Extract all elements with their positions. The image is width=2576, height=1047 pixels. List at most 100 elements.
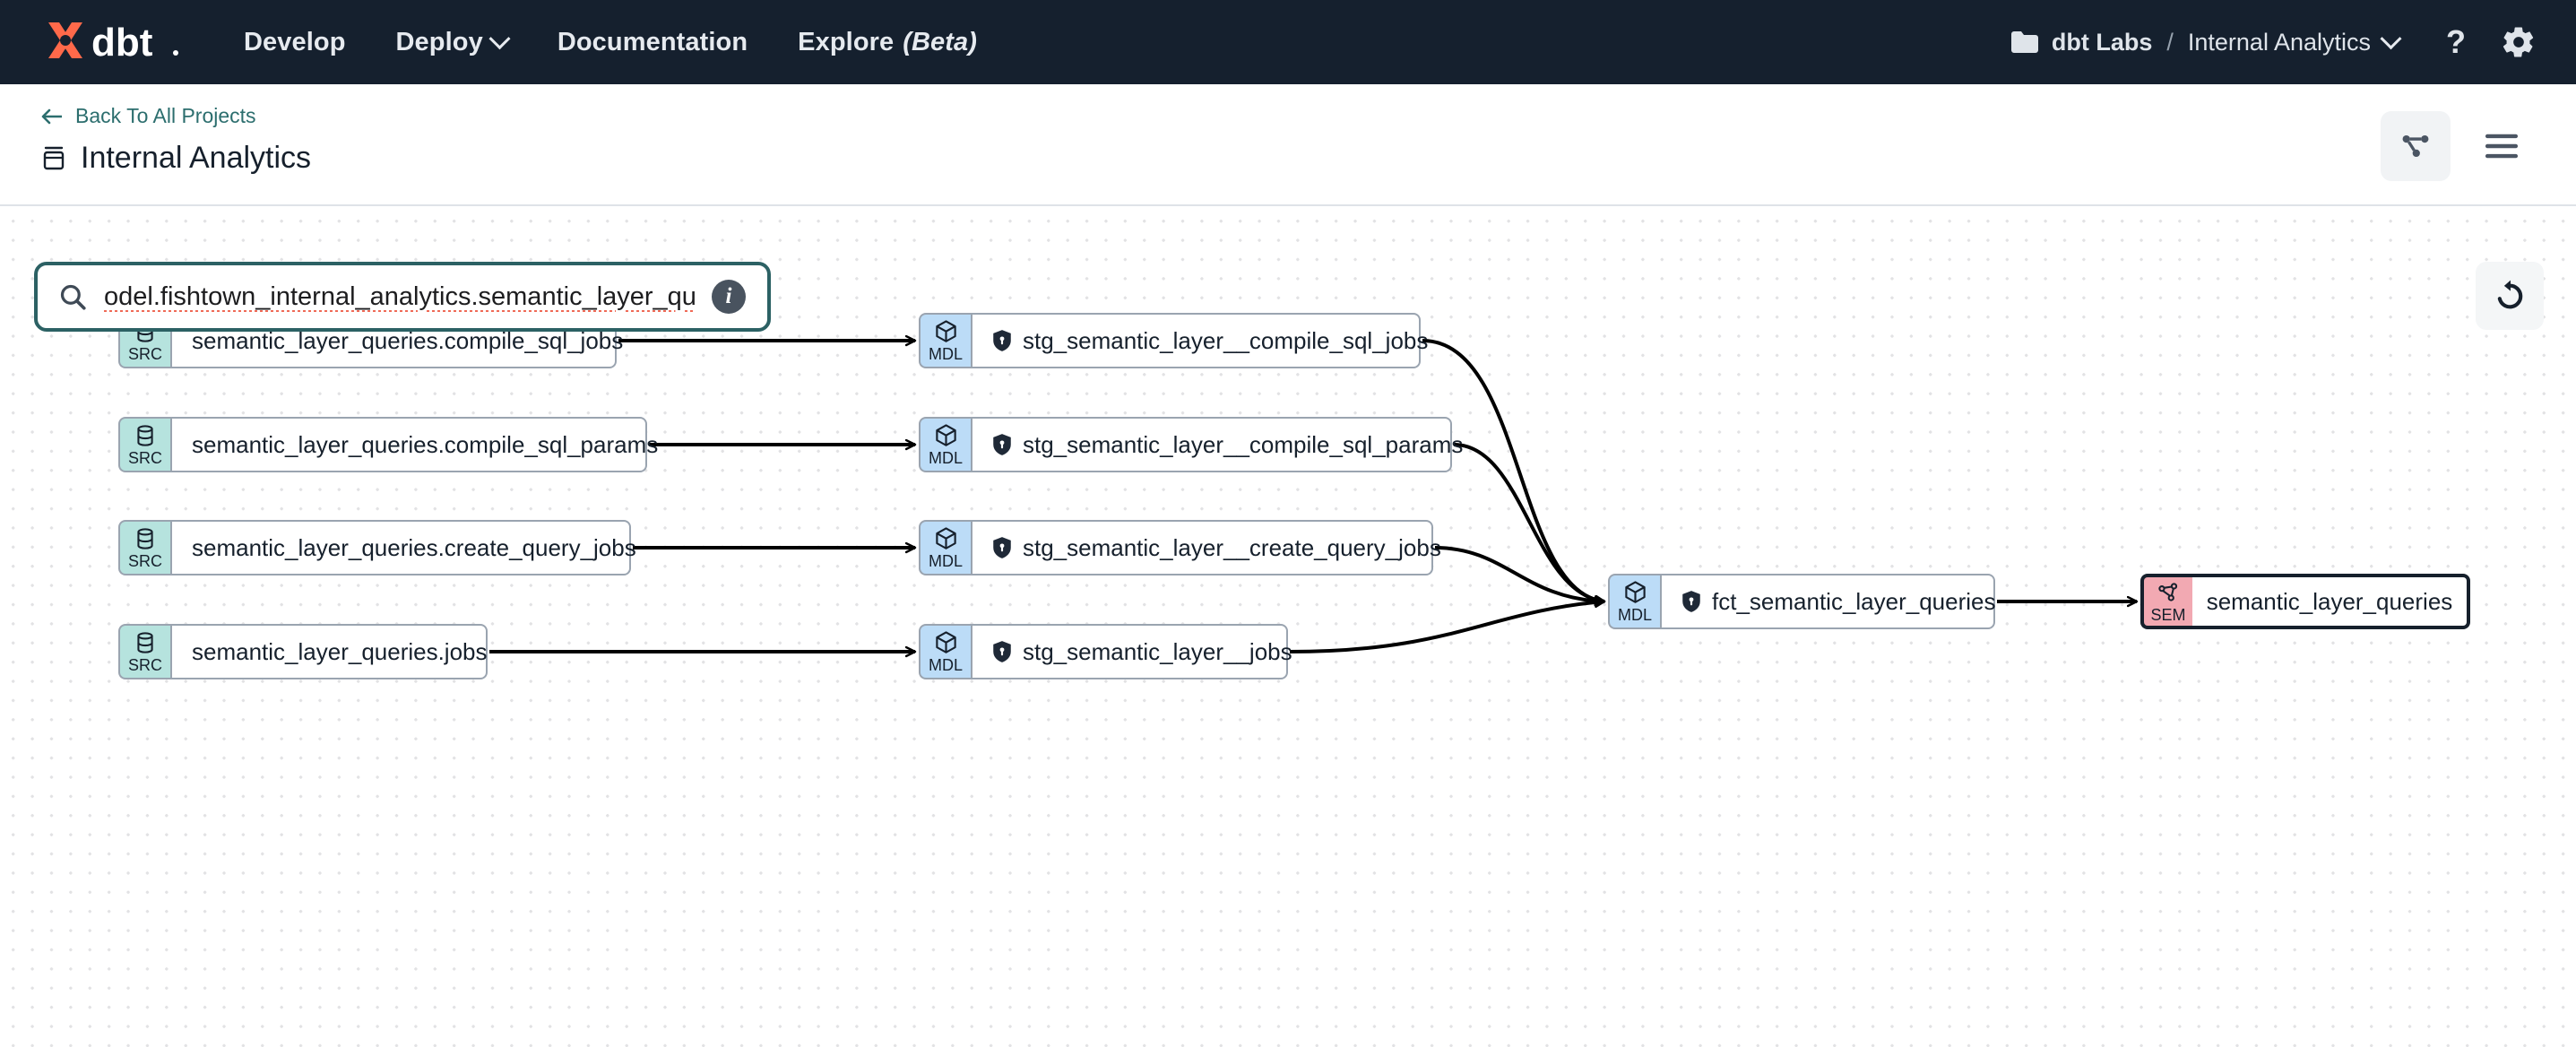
lineage-view-button[interactable] — [2381, 111, 2451, 181]
nav-separator: / — [2166, 28, 2174, 56]
node-type-label: SRC — [127, 655, 162, 674]
node-body: semantic_layer_queries — [2192, 574, 2470, 629]
nav-link-explore-beta-tag: (Beta) — [903, 27, 978, 56]
folder-icon — [2010, 31, 2038, 53]
nav-link-deploy[interactable]: Deploy — [395, 27, 511, 57]
node-type-label: MDL — [928, 552, 963, 570]
dbt-logo[interactable]: dbt — [41, 17, 194, 67]
shield-lock-icon — [993, 434, 1011, 455]
lineage-graph-icon — [2402, 134, 2429, 158]
page-title-row: Internal Analytics — [41, 141, 2537, 176]
semantic-model-icon — [2158, 582, 2178, 601]
lineage-node-mdl-stg-compile-sql-params[interactable]: MDL stg_semantic_layer__compile_sql_para… — [919, 417, 1463, 472]
lineage-node-mdl-stg-create-query-jobs[interactable]: MDL stg_semantic_layer__create_query_job… — [919, 520, 1441, 575]
lineage-node-src-jobs[interactable]: SRC semantic_layer_queries.jobs — [118, 624, 488, 679]
reset-icon — [2497, 280, 2523, 309]
chevron-down-icon — [488, 27, 511, 49]
lineage-node-sem-semantic-layer-queries[interactable]: SEM semantic_layer_queries — [2140, 574, 2470, 629]
node-type-badge-mdl: MDL — [919, 624, 971, 679]
back-link-label: Back To All Projects — [75, 104, 256, 127]
reset-view-button[interactable] — [2476, 262, 2544, 330]
lineage-node-mdl-stg-compile-sql-jobs[interactable]: MDL stg_semantic_layer__compile_sql_jobs — [919, 313, 1428, 368]
node-body: stg_semantic_layer__jobs — [971, 624, 1292, 679]
node-type-badge-mdl: MDL — [1608, 574, 1660, 629]
search-input[interactable]: odel.fishtown_internal_analytics.semanti… — [104, 281, 696, 311]
subheader-actions — [2381, 111, 2537, 181]
nav-link-deploy-label: Deploy — [395, 27, 483, 56]
node-label: stg_semantic_layer__compile_sql_jobs — [1023, 326, 1429, 354]
lineage-canvas[interactable]: odel.fishtown_internal_analytics.semanti… — [0, 206, 2576, 1047]
help-icon: ? — [2446, 23, 2466, 60]
node-body: fct_semantic_layer_queries — [1660, 574, 1996, 629]
nav-link-explore[interactable]: Explore (Beta) — [798, 28, 977, 57]
node-type-label: SEM — [2150, 605, 2186, 624]
nav-link-develop-label: Develop — [244, 27, 346, 56]
model-cube-icon — [1624, 581, 1646, 603]
node-label: stg_semantic_layer__jobs — [1023, 637, 1292, 665]
node-label: stg_semantic_layer__create_query_jobs — [1023, 533, 1441, 561]
lineage-edges — [489, 206, 2576, 1047]
node-type-label: SRC — [127, 448, 162, 467]
project-name: Internal Analytics — [2187, 28, 2371, 56]
top-navigation-bar: dbt Develop Deploy Documentation Explore… — [0, 0, 2576, 84]
model-cube-icon — [935, 631, 956, 653]
node-label: stg_semantic_layer__compile_sql_params — [1023, 430, 1464, 458]
node-body: semantic_layer_queries.jobs — [170, 624, 488, 679]
search-box[interactable]: odel.fishtown_internal_analytics.semanti… — [34, 262, 771, 332]
node-label: semantic_layer_queries — [2206, 587, 2453, 615]
account-selector[interactable]: dbt Labs — [2010, 28, 2153, 56]
node-label: semantic_layer_queries.jobs — [192, 637, 488, 665]
node-type-badge-mdl: MDL — [919, 313, 971, 368]
lineage-node-src-create-query-jobs[interactable]: SRC semantic_layer_queries.create_query_… — [118, 520, 636, 575]
model-cube-icon — [935, 527, 956, 549]
gear-icon — [2503, 27, 2534, 57]
database-icon — [137, 527, 153, 549]
chevron-down-icon — [2380, 27, 2402, 49]
edge-mdl4-fct — [1289, 601, 1604, 653]
node-type-label: SRC — [127, 344, 162, 363]
node-body: semantic_layer_queries.compile_sql_param… — [170, 417, 658, 472]
project-icon — [43, 146, 65, 169]
node-type-label: MDL — [928, 345, 963, 363]
edge-mdl2-fct — [1453, 443, 1604, 601]
lineage-node-mdl-fct-semantic-layer-queries[interactable]: MDL fct_semantic_layer_queries — [1608, 574, 1996, 629]
project-selector[interactable]: Internal Analytics — [2187, 27, 2402, 56]
shield-lock-icon — [1682, 591, 1700, 612]
nav-link-develop[interactable]: Develop — [244, 28, 346, 57]
nav-right-group: dbt Labs / Internal Analytics ? — [2010, 23, 2537, 61]
settings-button[interactable] — [2501, 24, 2537, 60]
node-body: stg_semantic_layer__compile_sql_jobs — [971, 313, 1428, 368]
search-icon — [60, 284, 86, 310]
hamburger-menu-icon — [2485, 134, 2519, 159]
primary-nav: Develop Deploy Documentation Explore (Be… — [244, 28, 977, 57]
nav-link-documentation-label: Documentation — [557, 27, 748, 56]
node-type-badge-src: SRC — [118, 624, 170, 679]
lineage-node-src-compile-sql-params[interactable]: SRC semantic_layer_queries.compile_sql_p… — [118, 417, 658, 472]
node-label: semantic_layer_queries.create_query_jobs — [192, 533, 636, 561]
back-to-all-projects-link[interactable]: Back To All Projects — [41, 104, 256, 128]
node-body: stg_semantic_layer__create_query_jobs — [971, 520, 1441, 575]
help-button[interactable]: ? — [2438, 23, 2474, 61]
info-icon[interactable]: i — [712, 280, 746, 314]
nav-link-explore-label: Explore — [798, 27, 895, 56]
nav-link-documentation[interactable]: Documentation — [558, 28, 748, 57]
node-body: semantic_layer_queries.create_query_jobs — [170, 520, 636, 575]
database-icon — [137, 631, 153, 653]
lineage-graph: SRC semantic_layer_queries.compile_sql_j… — [0, 206, 2576, 1047]
lineage-node-mdl-stg-jobs[interactable]: MDL stg_semantic_layer__jobs — [919, 624, 1292, 679]
model-cube-icon — [935, 424, 956, 446]
node-type-label: MDL — [928, 449, 963, 467]
shield-lock-icon — [993, 330, 1011, 351]
dbt-logo-icon: dbt — [48, 21, 178, 65]
node-body: stg_semantic_layer__compile_sql_params — [971, 417, 1463, 472]
node-type-label: SRC — [127, 551, 162, 570]
list-view-button[interactable] — [2467, 111, 2537, 181]
node-type-label: MDL — [1617, 606, 1652, 624]
page-subheader: Back To All Projects Internal Analytics — [0, 84, 2576, 206]
shield-lock-icon — [993, 537, 1011, 558]
node-type-badge-src: SRC — [118, 417, 170, 472]
edge-mdl3-fct — [1434, 546, 1604, 601]
node-type-badge-sem: SEM — [2140, 574, 2192, 629]
arrow-left-icon — [41, 108, 62, 124]
account-name: dbt Labs — [2051, 28, 2153, 56]
